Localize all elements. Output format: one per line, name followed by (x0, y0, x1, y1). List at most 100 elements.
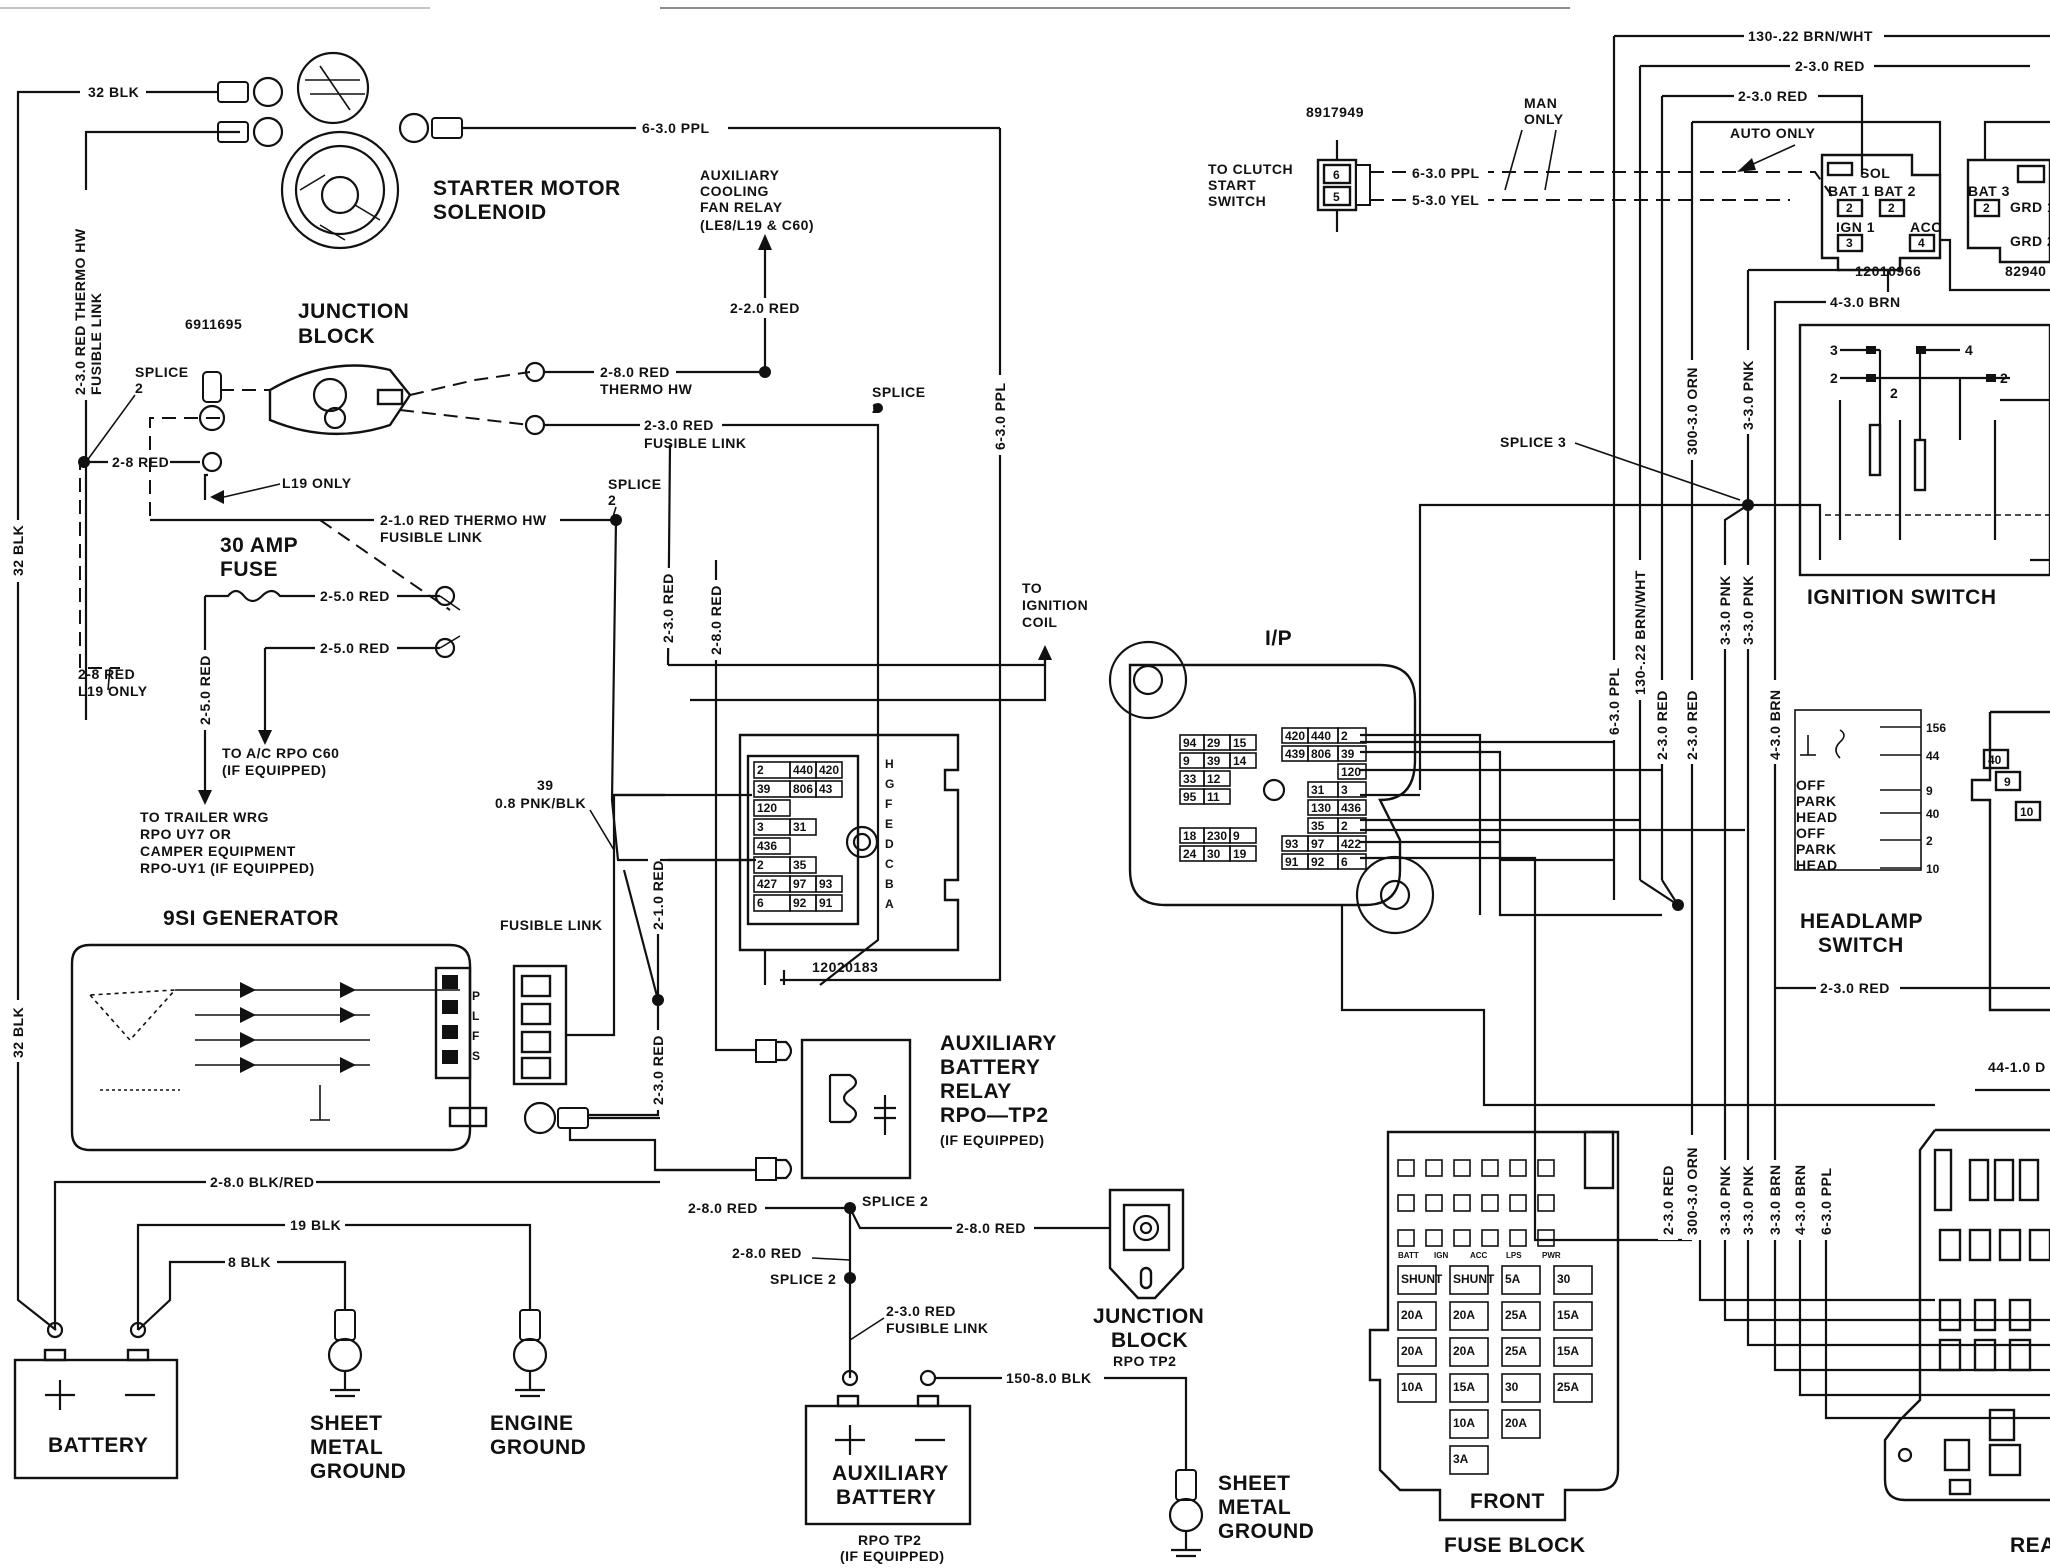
ip-cell-text: 9 (1233, 829, 1240, 843)
label-3-pnk-v2: 3-3.0 PNK (1717, 575, 1733, 645)
conn-cell-text: 3 (757, 820, 764, 834)
ip-cell-text: 120 (1341, 765, 1361, 779)
conn-cell-text: 436 (757, 839, 777, 853)
fuse (1449, 1301, 1489, 1331)
ip-cell-text: 29 (1207, 736, 1221, 750)
label-2-8-red-s2b: 2-8.0 RED (732, 1245, 802, 1261)
label-6-ppl-clutch: 6-3.0 PPL (1412, 165, 1480, 181)
fuse (1449, 1409, 1489, 1439)
conn-cell-text: 91 (819, 896, 833, 910)
svg-text:2: 2 (1890, 385, 1898, 401)
fuse (1501, 1373, 1541, 1403)
svg-text:2: 2 (1983, 201, 1990, 215)
conn-cell (753, 837, 791, 855)
fuse-label: FUSE (220, 558, 278, 581)
solenoid-label: SOLENOID (433, 201, 547, 224)
grd-1: GRD 1 (2010, 199, 2050, 215)
aux-fan-3: FAN RELAY (700, 199, 783, 215)
ip-cell (1229, 734, 1257, 751)
ip-label: I/P (1265, 627, 1292, 650)
wire-39: 39 (537, 777, 554, 793)
fuse-rating: 20A (1453, 1344, 1475, 1358)
conn-letter: B (885, 877, 894, 891)
ignition-switch-connector-2: 2 (1966, 158, 2050, 264)
label-2-3-red-top: 2-3.0 RED (1795, 58, 1865, 74)
fuse-relay-slot (1397, 1159, 1415, 1177)
fuse-relay-slot (1453, 1229, 1471, 1247)
aux-battery-relay (800, 1038, 912, 1180)
conn-cell-text: 2 (757, 763, 764, 777)
fuse-relay-slot (1537, 1159, 1555, 1177)
conn-letter: E (885, 817, 893, 831)
fuse-relay-slot (1509, 1159, 1527, 1177)
ip-cell-text: 93 (1285, 837, 1299, 851)
man-1: MAN (1524, 95, 1557, 111)
fuse (1397, 1265, 1437, 1295)
ip-cell-text: 440 (1311, 729, 1331, 743)
smg-3: GROUND (310, 1460, 406, 1483)
svg-text:2: 2 (1830, 370, 1838, 386)
ip-cell (1337, 853, 1367, 870)
fuse (1553, 1265, 1593, 1295)
conn-cell (815, 780, 843, 798)
label-2-1-red-vert: 2-1.0 RED (650, 860, 666, 930)
ip-cell (1337, 835, 1367, 852)
hl-pin-label: 2 (1926, 834, 1933, 848)
grd-2: GRD 2 (2010, 233, 2050, 249)
jb-part: 6911695 (185, 316, 242, 332)
clutch-start-switch-connector: 6 5 (1316, 140, 1371, 232)
ac-1: TO A/C RPO C60 (222, 745, 339, 761)
front-label: FRONT (1470, 1490, 1545, 1513)
svg-text:40: 40 (1988, 753, 2002, 767)
junction-block-tp2 (1108, 1188, 1185, 1300)
label-6-ppl-v2: 6-3.0 PPL (1606, 667, 1622, 735)
label-300-orn-bot: 300-3.0 ORN (1684, 1147, 1700, 1235)
right-partial-component: 40 9 10 (1970, 710, 2050, 1012)
fuse (1397, 1337, 1437, 1367)
label-2-3-red-fl: 2-3.0 RED (644, 417, 714, 433)
conn-cell-text: 420 (819, 763, 839, 777)
label-brn-wht-v: 130-.22 BRN/WHT (1632, 570, 1648, 695)
ip-cell (1337, 817, 1367, 834)
fuse-relay-slot (1425, 1194, 1443, 1212)
svg-text:L: L (472, 1009, 479, 1023)
smg-b-1: SHEET (1218, 1472, 1291, 1495)
ip-cell-text: 422 (1341, 837, 1361, 851)
fuse-block-rear (1883, 1128, 2050, 1502)
rear-label: REA (2010, 1534, 2050, 1557)
fuse (1449, 1265, 1489, 1295)
conn-letter: F (885, 797, 892, 811)
fuse-sublabel: ACC (1470, 1251, 1488, 1260)
conn-cell-text: 806 (793, 782, 813, 796)
fuse (1501, 1409, 1541, 1439)
hl-head-2: HEAD (1796, 857, 1838, 873)
fuse-rating: 15A (1453, 1380, 1475, 1394)
fuse (1501, 1301, 1541, 1331)
trailer-3: CAMPER EQUIPMENT (140, 843, 296, 859)
label-2-5-red-b: 2-5.0 RED (320, 640, 390, 656)
fuse-sublabel: LPS (1506, 1251, 1522, 1260)
label-fusible-link-vert: FUSIBLE LINK (88, 293, 104, 395)
hl-head: HEAD (1796, 809, 1838, 825)
label-2-3-red-bot: 2-3.0 RED (1660, 1165, 1676, 1235)
label-2-8-red-thermo: 2-8.0 RED (600, 364, 670, 380)
svg-text:4: 4 (1965, 342, 1973, 358)
splice2-c: SPLICE 2 (770, 1271, 836, 1287)
fuse-rating: 25A (1557, 1380, 1579, 1394)
svg-text:2: 2 (2000, 370, 2008, 386)
label-2-3-red-v3: 2-3.0 RED (1654, 690, 1670, 760)
trailer-4: RPO-UY1 (IF EQUIPPED) (140, 860, 315, 876)
jb-tp2-1: JUNCTION (1093, 1305, 1204, 1328)
ip-cell (1337, 763, 1367, 780)
ip-cell-text: 97 (1311, 837, 1325, 851)
fuse-rating: 3A (1453, 1452, 1469, 1466)
conn-cell-text: 6 (757, 896, 764, 910)
clutch-part: 8917949 (1306, 104, 1364, 120)
label-2-3-red-vert2: 2-3.0 RED (650, 1035, 666, 1105)
ign-1: TO (1022, 580, 1042, 596)
svg-text:S: S (472, 1049, 480, 1063)
fuse (1501, 1337, 1541, 1367)
fuse-relay-slot (1397, 1194, 1415, 1212)
conn-cell-text: 35 (793, 858, 807, 872)
